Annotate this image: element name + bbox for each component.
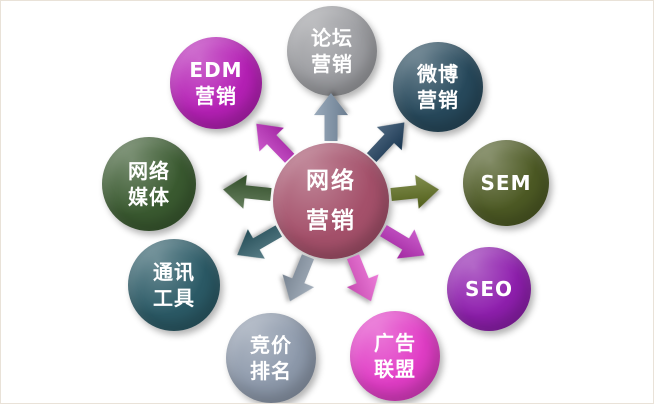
arrow-shape (389, 173, 440, 212)
node-label: 网络 媒体 (128, 159, 170, 209)
node-label: 论坛 营销 (311, 26, 353, 76)
node-bid-ranking: 竞价 排名 (226, 313, 316, 403)
node-edm-marketing: EDM 营销 (170, 37, 262, 129)
arrow-shape (337, 250, 387, 307)
node-label: 广告 联盟 (374, 331, 416, 381)
arrow-to-bid-ranking-icon (274, 250, 324, 307)
node-label: EDM 营销 (189, 58, 243, 108)
node-label: SEM (480, 171, 532, 195)
node-sem: SEM (463, 140, 549, 226)
node-seo: SEO (447, 247, 531, 331)
node-weibo-marketing: 微博 营销 (393, 42, 483, 132)
node-label: 竞价 排名 (250, 333, 292, 383)
arrow-shape (314, 93, 348, 141)
arrow-shape (221, 173, 272, 212)
arrow-to-forum-marketing-icon (314, 93, 348, 141)
node-ad-alliance: 广告 联盟 (350, 311, 440, 401)
arrow-shape (274, 250, 324, 307)
center-label: 网络 营销 (306, 167, 356, 234)
node-communication-tools: 通讯 工具 (128, 239, 220, 331)
arrow-to-sem-icon (389, 173, 440, 212)
node-label: 微博 营销 (417, 62, 459, 112)
arrow-to-ad-alliance-icon (337, 250, 387, 307)
node-center-network-marketing: 网络 营销 (273, 143, 389, 259)
node-label: 通讯 工具 (153, 260, 195, 310)
arrow-to-network-media-icon (221, 173, 272, 212)
node-forum-marketing: 论坛 营销 (287, 6, 377, 96)
node-label: SEO (464, 277, 514, 301)
node-network-media: 网络 媒体 (102, 137, 196, 231)
